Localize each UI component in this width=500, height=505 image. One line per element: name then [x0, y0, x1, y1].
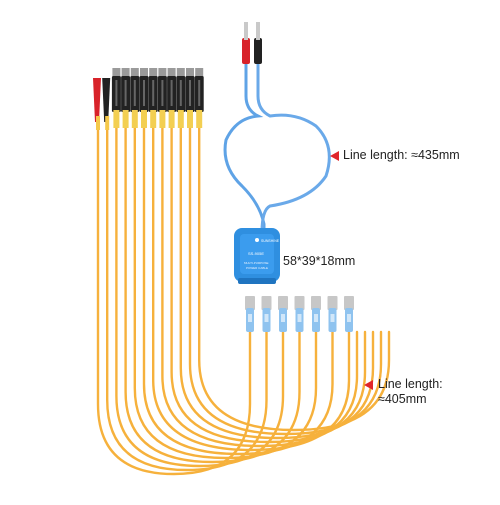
connector-tip-icon — [167, 68, 176, 78]
connector-tip-icon — [140, 68, 148, 78]
orange-cable — [152, 126, 351, 452]
blue-power-box: SUNSHINE SS-905E MULTI-PURPOSE POWER CAB… — [234, 228, 280, 284]
upper-line-length-label: Line length: ≈435mm — [343, 148, 460, 162]
orange-cable-group — [96, 126, 391, 476]
lower-line-length-label: Line length: — [378, 377, 443, 391]
connector-tip-icon — [130, 68, 139, 78]
usb-plug-icon — [261, 296, 272, 310]
usb-plug-icon — [344, 296, 354, 310]
connector-tip-icon — [176, 68, 185, 78]
usb-plug-icon — [294, 296, 305, 310]
connector-tip-icon — [112, 68, 121, 78]
red-banana-plug — [242, 38, 250, 64]
box-brand-text: SUNSHINE — [261, 239, 280, 243]
box-text-1: MULTI-PURPOSE — [244, 261, 268, 265]
connector-tip-icon — [195, 68, 204, 78]
usb-plug-icon — [327, 296, 338, 310]
orange-cable — [133, 126, 318, 460]
orange-cable — [170, 126, 367, 444]
lower-line-length-value: ≈405mm — [378, 392, 427, 406]
usb-connector-group — [245, 296, 354, 332]
connector-tip-icon — [121, 68, 130, 78]
connector-tip-icon — [158, 68, 167, 78]
connector-tip-icon — [186, 68, 194, 78]
orange-cable — [161, 126, 359, 448]
alligator-clip-icon — [93, 78, 101, 122]
usb-plug-icon — [311, 296, 321, 310]
orange-cable — [142, 126, 334, 456]
usb-plug-icon — [278, 296, 288, 310]
connector-tip-icon — [149, 68, 158, 78]
orange-cable — [198, 126, 391, 432]
marker-triangle-icon — [364, 380, 373, 390]
alligator-clip-icon — [102, 78, 111, 122]
box-dimensions-label: 58*39*18mm — [283, 254, 356, 268]
orange-cable — [115, 126, 285, 468]
orange-cable — [124, 126, 301, 464]
box-text-2: POWER CABLE — [246, 266, 268, 270]
orange-cable — [179, 126, 375, 440]
black-banana-plug — [254, 38, 262, 64]
top-connector-group — [93, 68, 204, 130]
orange-cable — [188, 126, 383, 436]
blue-cable — [223, 22, 331, 233]
usb-plug-icon — [245, 296, 255, 310]
marker-triangle-icon — [330, 151, 339, 161]
orange-cable — [106, 126, 268, 472]
box-model-text: SS-905E — [248, 251, 264, 256]
